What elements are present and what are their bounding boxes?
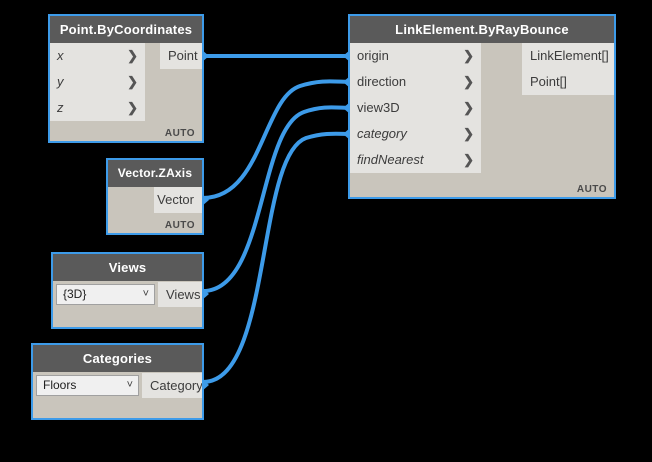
port-row-z: z ❯ — [50, 95, 202, 121]
output-port-views-label: Views — [166, 287, 201, 302]
input-port-view3d-label: view3D — [357, 100, 400, 115]
output-port-vector[interactable]: Vector — [154, 187, 202, 213]
node-point-bycoordinates[interactable]: Point.ByCoordinates x ❯ Point y ❯ — [48, 14, 209, 143]
auto-badge: AUTO — [576, 184, 607, 195]
output-port-linkelement-array[interactable]: LinkElement[] — [522, 43, 614, 69]
input-port-findnearest[interactable]: findNearest ❯ — [350, 147, 481, 173]
output-port-point-array[interactable]: Point[] — [522, 69, 614, 95]
chevron-down-icon: ˅ — [126, 379, 133, 391]
port-row-y: y ❯ — [50, 69, 202, 95]
node-linkelement-byraybounce[interactable]: LinkElement.ByRayBounce origin ❯ LinkEle… — [343, 14, 616, 199]
chevron-right-icon: ❯ — [463, 48, 474, 63]
input-connector-view3d[interactable] — [343, 102, 350, 114]
chevron-right-icon: ❯ — [463, 152, 474, 167]
input-port-origin[interactable]: origin ❯ — [350, 43, 481, 69]
node-body: Floors ˅ Category — [33, 372, 209, 418]
auto-badge: AUTO — [164, 220, 195, 231]
node-title: LinkElement.ByRayBounce — [350, 16, 614, 43]
output-port-point[interactable]: Point — [160, 43, 202, 69]
port-row-vector: Vector — [108, 187, 209, 213]
node-footer — [33, 399, 202, 418]
port-row-direction: direction ❯ Point[] — [343, 69, 614, 95]
chevron-right-icon: ❯ — [463, 74, 474, 89]
wire-category-to-category — [202, 131, 353, 384]
output-connector-category[interactable] — [202, 379, 209, 391]
node-body: Vector AUTO — [108, 187, 209, 233]
output-connector-vector[interactable] — [202, 194, 209, 206]
output-connector-point[interactable] — [202, 50, 209, 62]
input-connector-direction[interactable] — [343, 76, 350, 88]
dropdown-row-views: {3D} ˅ Views — [53, 281, 209, 308]
port-row-category: category ❯ — [343, 121, 614, 147]
chevron-right-icon: ❯ — [463, 126, 474, 141]
chevron-right-icon: ❯ — [127, 74, 138, 89]
input-port-origin-label: origin — [357, 48, 389, 63]
node-vector-zaxis[interactable]: Vector.ZAxis Vector AUTO — [106, 158, 209, 235]
output-port-views[interactable]: Views — [158, 282, 202, 307]
dropdown-row-categories: Floors ˅ Category — [33, 372, 209, 399]
input-port-x[interactable]: x ❯ — [50, 43, 145, 69]
node-body: x ❯ Point y ❯ z ❯ — [50, 43, 209, 141]
node-title: Categories — [33, 345, 202, 372]
output-port-category-label: Category — [150, 378, 203, 393]
chevron-right-icon: ❯ — [127, 100, 138, 115]
node-footer: AUTO — [350, 173, 614, 197]
input-port-x-label: x — [57, 48, 64, 63]
input-connector-origin[interactable] — [343, 50, 350, 62]
output-port-category[interactable]: Category — [142, 373, 203, 398]
input-connector-category[interactable] — [343, 128, 350, 140]
input-port-z[interactable]: z ❯ — [50, 95, 145, 121]
input-port-y[interactable]: y ❯ — [50, 69, 145, 95]
output-connector-views[interactable] — [202, 288, 209, 300]
wire-views-to-view3d — [202, 105, 353, 293]
chevron-right-icon: ❯ — [463, 100, 474, 115]
categories-dropdown-value: Floors — [43, 378, 77, 392]
input-port-category[interactable]: category ❯ — [350, 121, 481, 147]
views-dropdown-value: {3D} — [63, 287, 87, 301]
input-port-z-label: z — [57, 100, 64, 115]
auto-badge: AUTO — [164, 128, 195, 139]
categories-dropdown[interactable]: Floors ˅ — [36, 375, 139, 396]
input-port-y-label: y — [57, 74, 64, 89]
node-body: {3D} ˅ Views — [53, 281, 209, 327]
output-port-point-array-label: Point[] — [530, 74, 567, 89]
views-dropdown[interactable]: {3D} ˅ — [56, 284, 155, 305]
node-title: Views — [53, 254, 202, 281]
input-port-direction-label: direction — [357, 74, 407, 89]
node-footer: AUTO — [108, 213, 202, 233]
input-port-view3d[interactable]: view3D ❯ — [350, 95, 481, 121]
port-row-view3d: view3D ❯ — [343, 95, 614, 121]
input-port-direction[interactable]: direction ❯ — [350, 69, 481, 95]
node-views[interactable]: Views {3D} ˅ Views — [51, 252, 209, 329]
output-port-point-label: Point — [168, 48, 198, 63]
port-row-origin: origin ❯ LinkElement[] — [343, 43, 614, 69]
node-footer: AUTO — [50, 121, 202, 141]
node-title: Point.ByCoordinates — [50, 16, 202, 43]
input-port-findnearest-label: findNearest — [357, 152, 424, 167]
node-footer — [53, 308, 202, 327]
chevron-down-icon: ˅ — [142, 288, 149, 300]
output-port-linkelement-array-label: LinkElement[] — [530, 48, 609, 63]
port-row-x: x ❯ Point — [50, 43, 209, 69]
input-port-category-label: category — [357, 126, 407, 141]
port-row-findnearest: findNearest ❯ — [350, 147, 614, 173]
node-title: Vector.ZAxis — [108, 160, 202, 187]
node-categories[interactable]: Categories Floors ˅ Category — [31, 343, 209, 420]
output-port-vector-label: Vector — [157, 192, 194, 207]
wire-vector-to-direction — [202, 79, 353, 200]
node-body: origin ❯ LinkElement[] direction ❯ Point… — [343, 43, 614, 197]
chevron-right-icon: ❯ — [127, 48, 138, 63]
